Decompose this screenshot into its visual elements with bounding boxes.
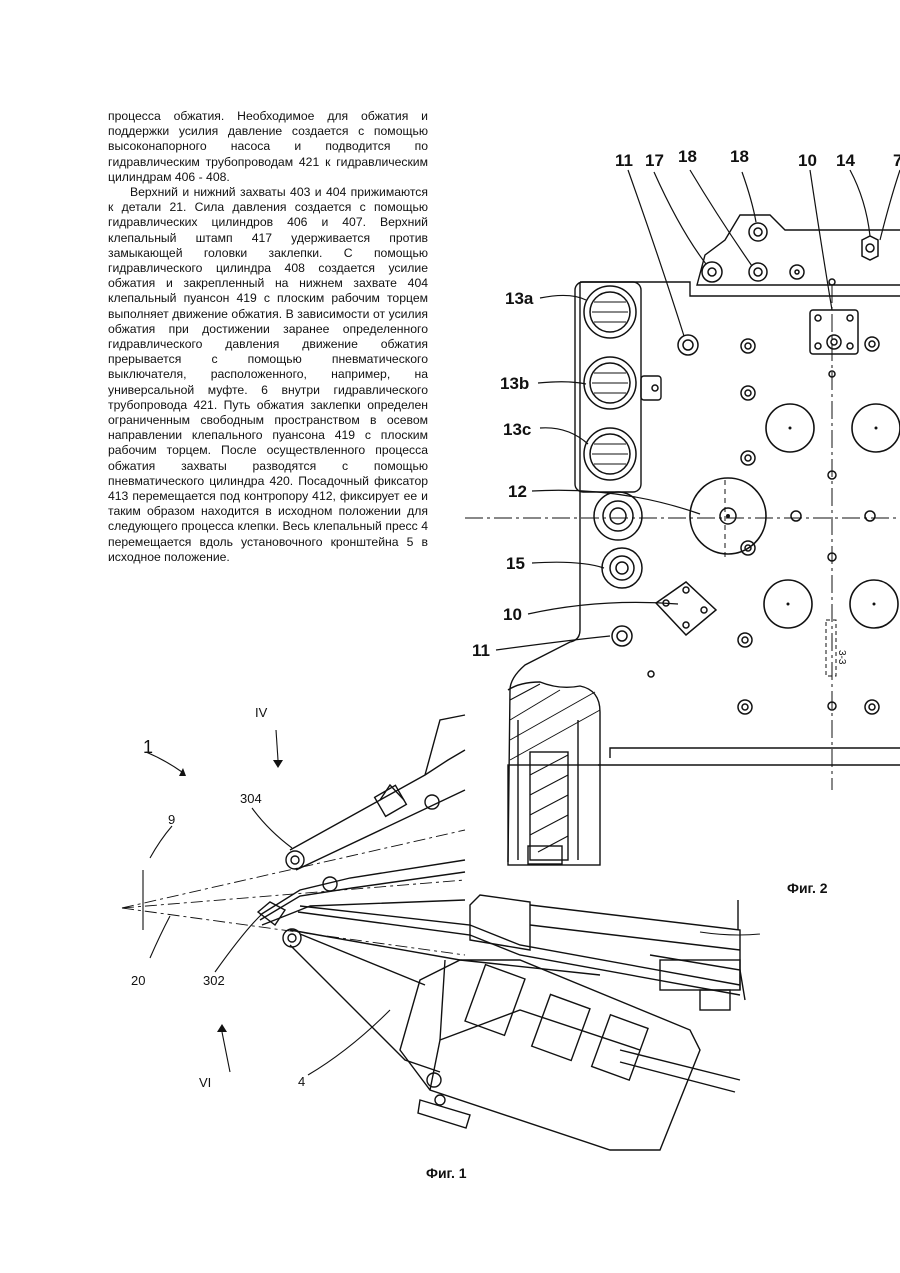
label-304: 304	[240, 791, 262, 806]
label-13b: 13b	[500, 374, 529, 393]
label-10-top: 10	[798, 151, 817, 170]
figure-1-caption: Фиг. 1	[426, 1165, 467, 1181]
label-14: 14	[836, 151, 855, 170]
label-11-left: 11	[472, 641, 490, 660]
label-9: 9	[168, 812, 175, 827]
label-VI: VI	[199, 1075, 211, 1090]
label-10-left: 10	[503, 605, 522, 624]
label-18b: 18	[730, 147, 749, 166]
figure-2-caption: Фиг. 2	[787, 880, 828, 896]
label-4: 4	[298, 1074, 305, 1089]
label-11-top: 11	[615, 151, 633, 170]
label-13a: 13a	[505, 289, 534, 308]
label-20: 20	[131, 973, 145, 988]
label-18a: 18	[678, 147, 697, 166]
label-1: 1	[143, 737, 153, 757]
label-302: 302	[203, 973, 225, 988]
label-7: 7	[893, 151, 900, 170]
label-15: 15	[506, 554, 525, 573]
label-12: 12	[508, 482, 527, 501]
paragraph-2: Верхний и нижний захваты 403 и 404 прижи…	[108, 185, 428, 565]
section-mark: 3-3	[836, 650, 847, 665]
figure-1-drawing: IV 1 304 9 20 302 VI 4 3	[120, 700, 760, 1160]
label-17: 17	[645, 151, 664, 170]
body-text-column: процесса обжатия. Необходимое для обжати…	[108, 109, 428, 565]
paragraph-1: процесса обжатия. Необходимое для обжати…	[108, 109, 428, 185]
label-IV: IV	[255, 705, 268, 720]
label-13c: 13c	[503, 420, 531, 439]
